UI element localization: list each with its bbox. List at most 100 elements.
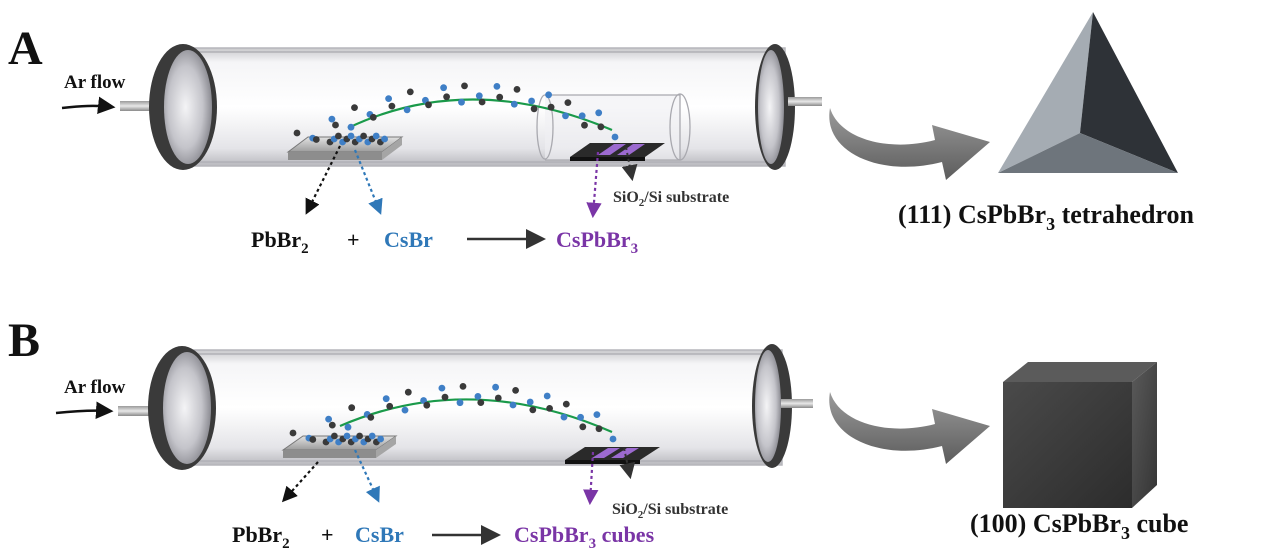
- vapor-particle: [597, 123, 605, 131]
- precursor-particle: [331, 432, 338, 440]
- vapor-particle: [529, 406, 537, 414]
- vapor-particle: [289, 429, 297, 437]
- cube-shape: [1003, 362, 1157, 508]
- vapor-particle: [578, 112, 586, 120]
- precursor-particle: [372, 132, 380, 140]
- transform-arrow: [829, 108, 990, 180]
- vapor-particle: [388, 102, 396, 110]
- plus-sign: +: [321, 522, 334, 547]
- transform-arrow: [829, 392, 990, 464]
- vapor-particle: [513, 86, 521, 93]
- vapor-particle: [595, 425, 603, 433]
- vapor-particle: [459, 383, 467, 390]
- reactant-csbr: CsBr: [355, 522, 404, 547]
- vapor-particle: [564, 99, 572, 106]
- vapor-particle: [406, 88, 414, 96]
- furnace-tube: [181, 349, 783, 466]
- vapor-particle: [492, 383, 499, 391]
- vapor-particle: [494, 394, 502, 402]
- outlet-pipe: [781, 399, 813, 408]
- vapor-particle: [401, 406, 409, 414]
- vapor-particle: [611, 133, 619, 141]
- vapor-particle: [478, 98, 486, 106]
- vapor-particle: [609, 435, 617, 443]
- precursor-particle: [335, 132, 342, 140]
- vapor-particle: [325, 415, 332, 423]
- vapor-particle: [579, 423, 587, 431]
- ar-flow-arrow: [55, 401, 114, 419]
- vapor-particle: [441, 393, 449, 401]
- panel-label: B: [8, 314, 40, 367]
- vapor-particles: [293, 82, 619, 146]
- vapor-particle: [348, 404, 356, 412]
- vapor-particle: [528, 97, 535, 105]
- vapor-particle: [581, 121, 588, 129]
- panel-label: A: [8, 22, 43, 75]
- reactant-pbbr2: PbBr2: [251, 227, 309, 257]
- vapor-particle: [328, 421, 336, 429]
- vapor-particle: [543, 392, 551, 400]
- precursor-particle: [377, 435, 384, 443]
- vapor-particle: [512, 387, 519, 394]
- vapor-particle: [369, 113, 377, 121]
- vapor-particle: [530, 105, 538, 113]
- plus-sign: +: [347, 227, 360, 252]
- vapor-particle: [461, 82, 468, 90]
- product-pointer: [583, 451, 599, 506]
- vapor-particle: [510, 100, 518, 108]
- reaction-equation: PbBr2 + CsBr CsPbBr3 cubes: [232, 522, 655, 552]
- ar-flow-arrow: [61, 96, 116, 115]
- vapor-particle: [328, 115, 336, 123]
- vapor-particle: [526, 398, 534, 406]
- vapor-particle: [547, 103, 555, 111]
- vapor-particle: [545, 91, 552, 99]
- substrate: [570, 143, 665, 161]
- csbr-pointer: [353, 149, 383, 215]
- vapor-particle: [347, 123, 355, 131]
- panel-a: A: [8, 12, 1195, 257]
- right-end-cap: [755, 44, 795, 170]
- vapor-particle: [332, 121, 339, 129]
- ar-flow-label: Ar flow: [64, 72, 126, 93]
- reactant-csbr: CsBr: [384, 227, 433, 252]
- precursor-particle: [347, 132, 355, 140]
- precursor-particle: [360, 132, 367, 140]
- vapor-particle: [496, 93, 504, 101]
- panel-b: B: [8, 314, 1188, 552]
- vapor-particle: [493, 83, 501, 90]
- vapor-particle: [577, 413, 584, 421]
- left-end-cap: [148, 346, 216, 470]
- vapor-particle: [386, 402, 394, 410]
- left-end-cap: [149, 44, 217, 170]
- vapor-flow-arc: [339, 398, 613, 434]
- precursor-particle: [356, 432, 363, 440]
- vapor-particle: [351, 104, 358, 111]
- substrate-label: SiO2/Si substrate: [612, 501, 728, 521]
- vapor-particle: [385, 95, 392, 102]
- vapor-particle: [593, 411, 601, 418]
- inlet-pipe: [120, 101, 154, 111]
- vapor-particle: [562, 400, 570, 408]
- tetrahedron-shape: [998, 12, 1178, 173]
- vapor-particle: [425, 101, 432, 109]
- result-label: (111) CsPbBr3 tetrahedron: [898, 200, 1195, 234]
- vapor-particle: [475, 92, 483, 100]
- vapor-particle: [312, 136, 320, 143]
- furnace-tube: [181, 47, 786, 167]
- vapor-particle: [438, 384, 446, 392]
- vapor-particle: [560, 413, 568, 421]
- precursor-particle: [343, 432, 351, 440]
- vapor-particle: [382, 395, 390, 403]
- precursor-particle: [368, 432, 376, 440]
- ar-flow-label: Ar flow: [64, 377, 126, 398]
- inlet-pipe: [118, 406, 152, 416]
- vapor-particle: [367, 414, 375, 421]
- reactant-pbbr2: PbBr2: [232, 522, 290, 552]
- product-label: CsPbBr3 cubes: [514, 522, 655, 552]
- vapor-particle: [546, 405, 553, 412]
- result-label: (100) CsPbBr3 cube: [970, 509, 1188, 543]
- vapor-particle: [309, 436, 317, 443]
- vapor-particle: [443, 93, 450, 101]
